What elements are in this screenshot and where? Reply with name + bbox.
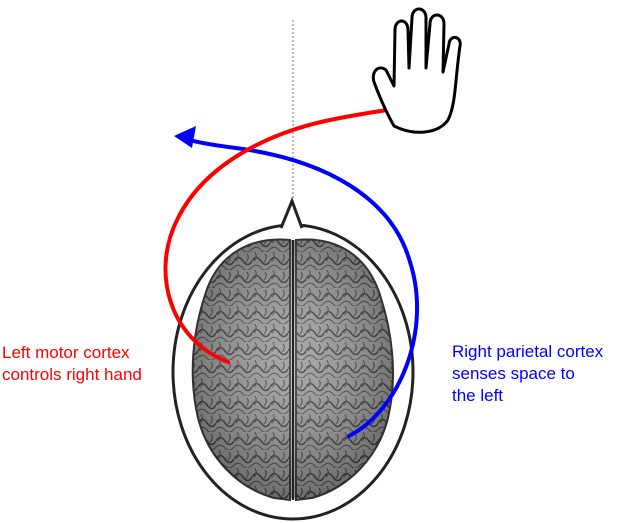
nose-icon — [279, 196, 304, 229]
left-motor-pathway — [163, 104, 423, 364]
brain-image — [191, 238, 394, 502]
raised-hand-icon — [371, 7, 462, 134]
right-parietal-cortex-label: Right parietal cortex senses space to th… — [452, 342, 604, 405]
left-motor-cortex-label: Left motor cortex controls right hand — [2, 343, 142, 384]
right-parietal-pathway — [181, 136, 419, 438]
arrowhead — [174, 126, 196, 148]
